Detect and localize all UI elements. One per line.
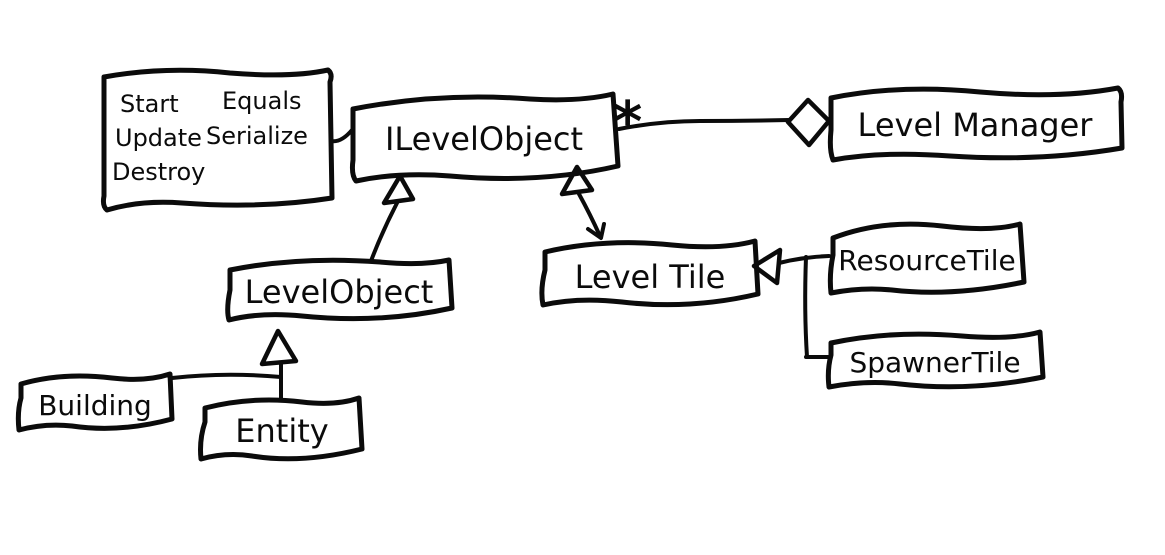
edge-aggregation-ilevelobject-levelmanager xyxy=(617,97,832,148)
connector-vertical xyxy=(803,255,809,359)
node-resourcetile: ResourceTile xyxy=(827,221,1027,296)
note-connector-line xyxy=(329,128,354,144)
leveltile-label: Level Tile xyxy=(575,258,726,296)
levelmanager-label: Level Manager xyxy=(858,106,1094,144)
inheritance-line xyxy=(369,201,399,263)
member-label-update: Update xyxy=(115,124,202,152)
levelmanager-box xyxy=(827,85,1125,163)
inheritance-triangle-icon xyxy=(559,164,595,197)
connector-to-resourcetile xyxy=(777,254,831,265)
ilevelobject-label: ILevelObject xyxy=(385,120,583,158)
edge-inheritance-subtiles-leveltile xyxy=(751,247,831,359)
edge-inheritance-levelobject-ilevelobject xyxy=(369,173,416,263)
node-interface-members: Start Equals Update Serialize Destroy xyxy=(100,67,335,213)
inheritance-triangle-icon xyxy=(751,247,783,286)
inheritance-triangle-icon xyxy=(381,173,416,206)
connector-to-building xyxy=(170,372,283,380)
edge-inheritance-leveltile-ilevelobject xyxy=(559,164,606,240)
spawnertile-label: SpawnerTile xyxy=(849,346,1020,379)
arrowhead-icon xyxy=(586,222,606,240)
entity-label: Entity xyxy=(235,412,328,450)
spawnertile-box xyxy=(825,329,1046,390)
member-label-serialize: Serialize xyxy=(206,122,308,150)
resourcetile-box xyxy=(827,221,1027,296)
leveltile-box xyxy=(539,238,761,308)
node-levelobject: LevelObject xyxy=(225,257,455,323)
multiplicity-star-label: * xyxy=(613,90,642,155)
member-label-equals: Equals xyxy=(222,87,302,115)
edge-inheritance-building-entity-levelobject xyxy=(170,328,299,400)
aggregation-line xyxy=(617,118,791,131)
levelobject-label: LevelObject xyxy=(245,273,434,311)
node-ilevelobject: ILevelObject xyxy=(349,91,621,184)
entity-box xyxy=(198,395,365,462)
node-levelmanager: Level Manager xyxy=(827,85,1125,163)
building-box xyxy=(15,371,175,433)
node-building: Building xyxy=(15,371,175,433)
inheritance-triangle-icon xyxy=(259,328,299,367)
levelobject-box xyxy=(225,257,455,323)
node-leveltile: Level Tile xyxy=(539,238,761,308)
inheritance-line xyxy=(577,192,602,238)
member-label-start: Start xyxy=(120,90,179,118)
resourcetile-label: ResourceTile xyxy=(838,244,1015,277)
interface-members-box xyxy=(100,67,335,213)
member-label-destroy: Destroy xyxy=(112,158,205,186)
node-spawnertile: SpawnerTile xyxy=(825,329,1046,390)
ilevelobject-box xyxy=(349,91,621,184)
building-label: Building xyxy=(38,389,152,422)
node-entity: Entity xyxy=(198,395,365,462)
aggregation-diamond-icon xyxy=(785,97,832,148)
